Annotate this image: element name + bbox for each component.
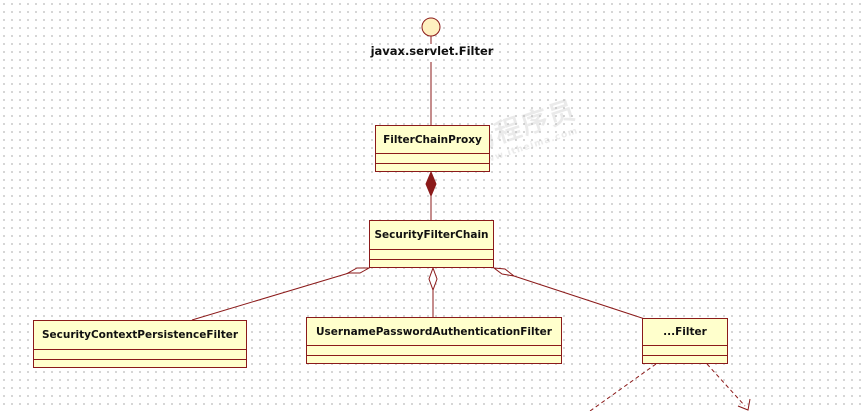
- interface-name: javax.servlet.Filter: [370, 44, 494, 58]
- class-filter-chain-proxy[interactable]: FilterChainProxy: [375, 125, 490, 172]
- class-name: UsernamePasswordAuthenticationFilter: [316, 325, 552, 338]
- aggregation-diamond-center: [428, 266, 438, 292]
- composition-diamond: [425, 170, 437, 198]
- class-name: ...Filter: [663, 326, 707, 338]
- aggregation-diamond-left: [346, 267, 371, 274]
- class-username-password-authentication-filter[interactable]: UsernamePasswordAuthenticationFilter: [306, 317, 562, 364]
- attributes-section: [34, 349, 246, 359]
- attributes-section: [643, 345, 727, 355]
- class-security-context-persistence-filter[interactable]: SecurityContextPersistenceFilter: [33, 320, 247, 368]
- attributes-section: [370, 249, 493, 259]
- aggregation-line-left: [191, 272, 350, 321]
- aggregation-diamond-right: [492, 267, 515, 277]
- attributes-section: [376, 153, 489, 163]
- operations-section: [643, 355, 727, 363]
- operations-section: [376, 163, 489, 171]
- operations-section: [307, 355, 561, 363]
- class-name: FilterChainProxy: [383, 133, 482, 146]
- attributes-section: [307, 345, 561, 355]
- operations-section: [34, 359, 246, 367]
- class-name: SecurityContextPersistenceFilter: [41, 329, 239, 341]
- class-other-filter[interactable]: ...Filter: [642, 318, 728, 364]
- interface-circle: [421, 17, 441, 37]
- class-name: SecurityFilterChain: [374, 229, 489, 241]
- dependency-line-left: [589, 363, 657, 411]
- dependency-arrowhead: [737, 398, 751, 411]
- class-security-filter-chain[interactable]: SecurityFilterChain: [369, 220, 494, 268]
- operations-section: [370, 259, 493, 267]
- aggregation-line-right: [513, 275, 649, 321]
- dependency-line-right: [706, 363, 746, 407]
